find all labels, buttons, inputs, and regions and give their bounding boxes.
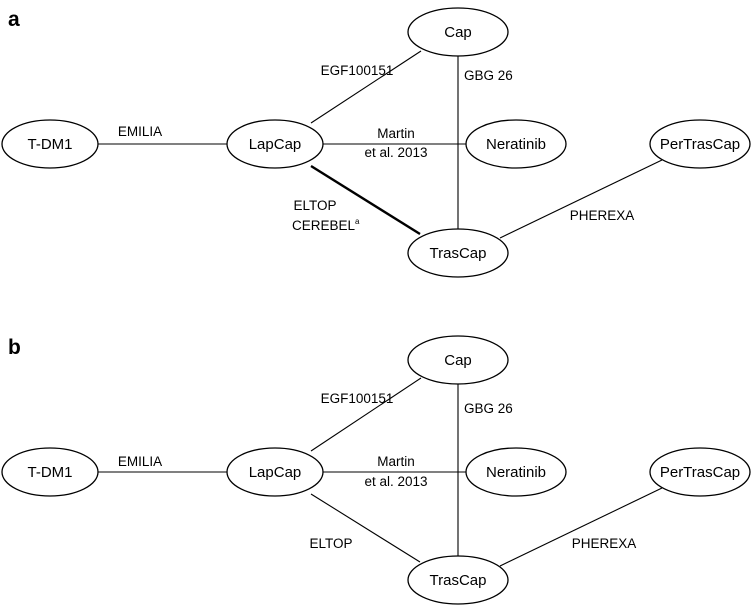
edge-label-eltop: ELTOP (293, 198, 336, 213)
node-label-cap: Cap (444, 24, 472, 41)
edge-label-emilia: EMILIA (118, 454, 162, 469)
edge-label-eltop: ELTOP (309, 536, 352, 551)
node-pertrascap (649, 447, 751, 497)
node-tdm1 (1, 119, 99, 169)
edge-label-egf100151: EGF100151 (321, 63, 394, 78)
edge-label-egf100151: EGF100151 (321, 391, 394, 406)
edge-label-gbg26: GBG 26 (464, 68, 513, 83)
edge-label-martin-line1: Martin (377, 126, 415, 141)
node-label-neratinib: Neratinib (486, 136, 546, 153)
edge-label-martin-line2: et al. 2013 (364, 145, 427, 160)
node-lapcap (226, 447, 324, 497)
node-label-lapcap: LapCap (249, 464, 302, 481)
edge-label-cerebel-superscript: a (355, 217, 360, 226)
node-label-trascap: TrasCap (430, 245, 487, 262)
edge-label-martin-line1: Martin (377, 454, 415, 469)
edge-trascap-pertrascap (499, 487, 663, 567)
panel-a: a T-DM1 LapCap Cap Neratinib PerTrasCap … (1, 7, 751, 278)
edge-label-cerebel: CEREBELa (292, 217, 360, 233)
panel-label-a: a (8, 8, 20, 31)
node-label-pertrascap: PerTrasCap (660, 136, 740, 153)
edge-lapcap-trascap (310, 164, 421, 236)
node-lapcap (226, 119, 324, 169)
node-label-cap: Cap (444, 352, 472, 369)
panel-b: b T-DM1 LapCap Cap Neratinib PerTrasCap … (1, 335, 751, 605)
node-label-tdm1: T-DM1 (28, 464, 73, 481)
node-neratinib (465, 119, 567, 169)
edge-label-emilia: EMILIA (118, 124, 162, 139)
edge-lapcap-cap (310, 50, 422, 124)
edge-label-martin-line2: et al. 2013 (364, 474, 427, 489)
node-cap (407, 335, 509, 385)
node-tdm1 (1, 447, 99, 497)
node-label-neratinib: Neratinib (486, 464, 546, 481)
edge-label-pherexa: PHEREXA (572, 536, 637, 551)
edge-label-pherexa: PHEREXA (570, 208, 635, 223)
edge-lapcap-trascap (310, 493, 421, 563)
edge-trascap-pertrascap (499, 159, 663, 239)
node-trascap (407, 228, 509, 278)
node-label-tdm1: T-DM1 (28, 136, 73, 153)
node-label-pertrascap: PerTrasCap (660, 464, 740, 481)
edge-label-cerebel-text: CEREBEL (292, 218, 356, 233)
node-neratinib (465, 447, 567, 497)
panel-label-b: b (8, 336, 21, 359)
node-pertrascap (649, 119, 751, 169)
node-label-trascap: TrasCap (430, 572, 487, 589)
node-cap (407, 7, 509, 57)
edge-lapcap-cap (310, 377, 422, 452)
node-label-lapcap: LapCap (249, 136, 302, 153)
edge-label-gbg26: GBG 26 (464, 401, 513, 416)
node-trascap (407, 555, 509, 605)
